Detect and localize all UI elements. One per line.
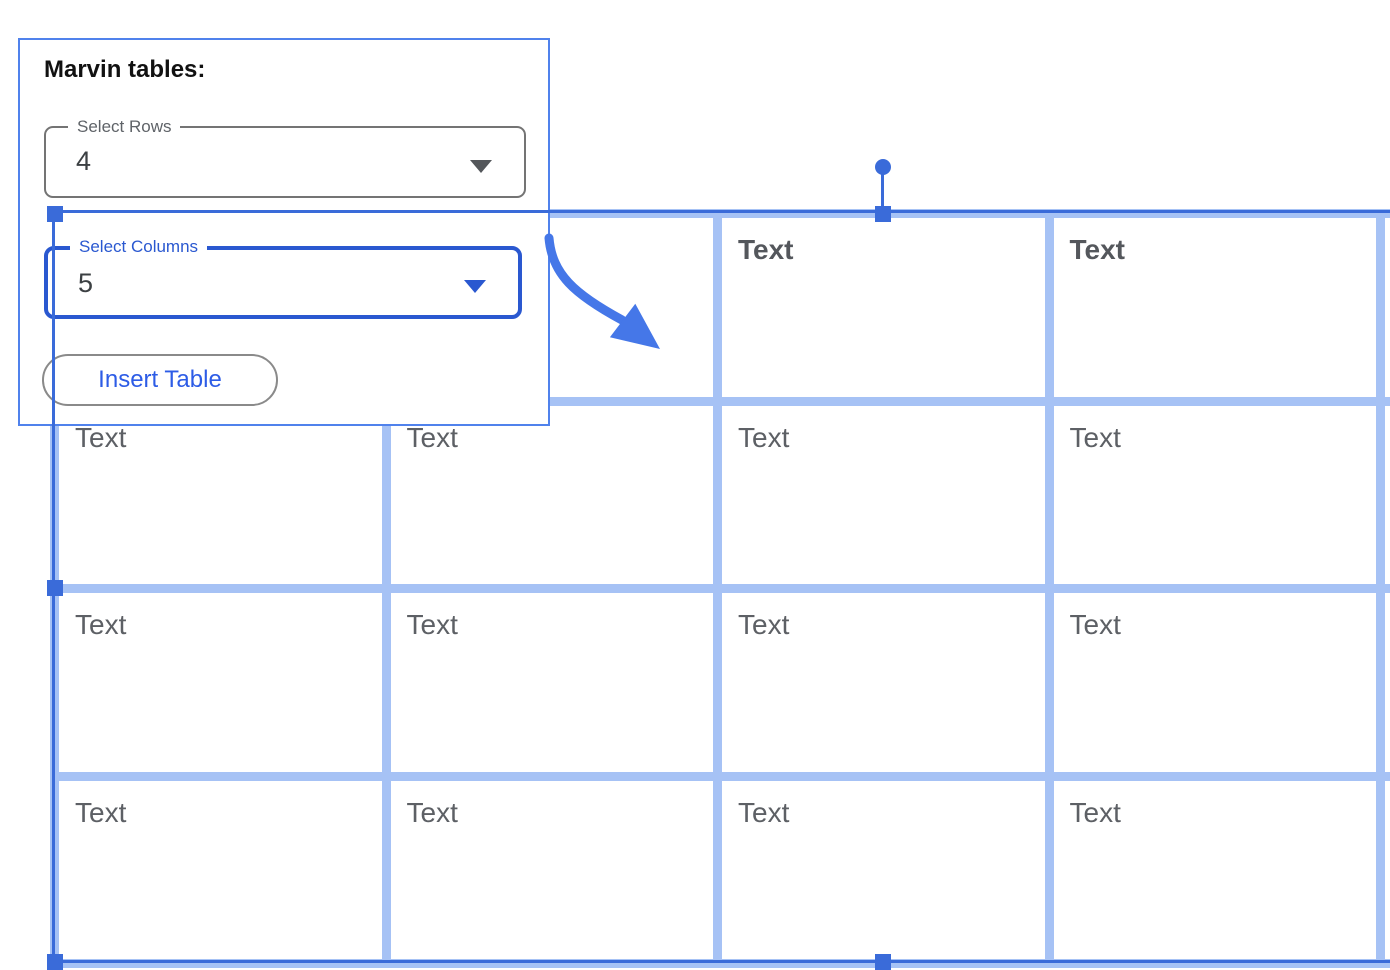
dialog-title: Marvin tables: [44, 56, 206, 83]
select-rows-label: Select Rows [68, 117, 181, 137]
table-cell[interactable]: Text [1053, 780, 1376, 959]
table-cell[interactable]: Text [59, 593, 382, 772]
chevron-down-icon[interactable] [464, 280, 486, 293]
selection-handle-bottom-center[interactable] [875, 954, 891, 970]
table-cell[interactable]: Text [1385, 218, 1390, 397]
table-cell[interactable]: Text [390, 780, 713, 959]
select-rows-dropdown[interactable]: Select Rows 4 [44, 117, 526, 198]
table-cell[interactable]: Text [390, 593, 713, 772]
table-cell[interactable]: Text [59, 405, 382, 584]
select-columns-value: 5 [78, 268, 94, 298]
table-cell[interactable]: Text [1053, 593, 1376, 772]
table-cell[interactable]: Text [722, 218, 1045, 397]
rotation-handle-icon[interactable] [875, 159, 891, 175]
select-columns-dropdown[interactable]: Select Columns 5 [44, 237, 522, 319]
table-cell[interactable]: Text [1385, 780, 1390, 959]
select-columns-label: Select Columns [70, 237, 208, 257]
selection-handle-top-center[interactable] [875, 206, 891, 222]
selection-handle-bottom-left[interactable] [47, 954, 63, 970]
select-rows-value: 4 [76, 146, 92, 176]
table-cell[interactable]: Text [59, 780, 382, 959]
table-cell[interactable]: Text [1385, 593, 1390, 772]
insert-table-button[interactable]: Insert Table [42, 354, 278, 406]
table-cell[interactable]: Text [722, 405, 1045, 584]
table-cell[interactable]: Text [1385, 405, 1390, 584]
selection-handle-top-left[interactable] [47, 206, 63, 222]
marvin-tables-dialog: Marvin tables: Select Rows 4 Select Colu… [18, 38, 550, 426]
selection-handle-middle-left[interactable] [47, 580, 63, 596]
chevron-down-icon[interactable] [470, 160, 492, 173]
rotation-stem [881, 174, 884, 208]
table-cell[interactable]: Text [390, 405, 713, 584]
table-cell[interactable]: Text [722, 780, 1045, 959]
table-cell[interactable]: Text [1053, 218, 1376, 397]
table-cell[interactable]: Text [722, 593, 1045, 772]
table-cell[interactable]: Text [1053, 405, 1376, 584]
